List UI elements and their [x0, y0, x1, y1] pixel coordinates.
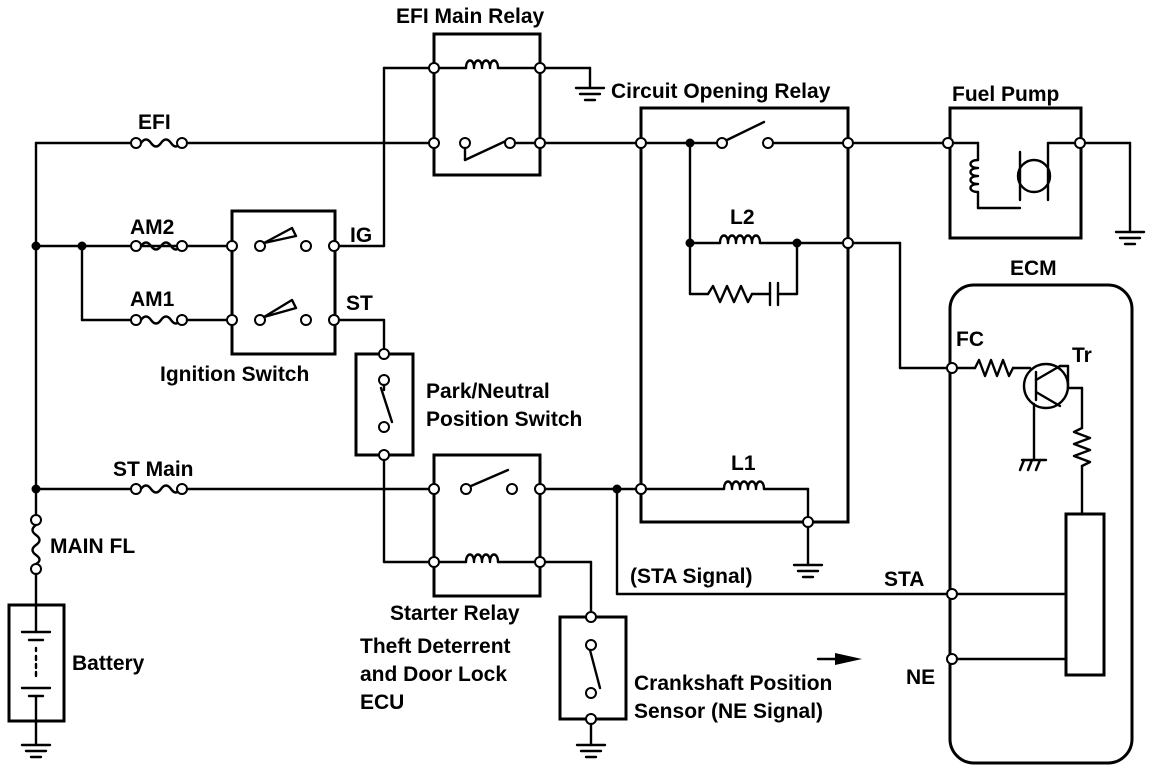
ne-label: NE	[906, 666, 935, 689]
fc-label: FC	[956, 328, 984, 351]
efi-fuse	[130, 137, 434, 149]
ignition-switch-label: Ignition Switch	[160, 363, 309, 386]
ne-arrow	[816, 653, 862, 665]
l1-label: L1	[731, 452, 756, 475]
park-neutral-label-1: Park/Neutral	[426, 380, 550, 403]
starter-relay	[428, 453, 546, 598]
circuit-opening-relay	[635, 106, 854, 528]
starter-relay-label: Starter Relay	[390, 602, 520, 625]
l2-label: L2	[730, 206, 755, 229]
ignition-switch	[226, 209, 340, 356]
am1-fuse	[130, 314, 232, 326]
st-wire	[337, 318, 386, 351]
fuel-pump	[942, 106, 1086, 240]
main-fl-label: MAIN FL	[50, 535, 135, 558]
battery-label: Battery	[72, 652, 145, 675]
st-main-label: ST Main	[113, 458, 194, 481]
theft-label-1: Theft Deterrent	[360, 635, 511, 658]
st-main-fuse	[130, 483, 434, 495]
efi-main-relay	[428, 32, 546, 177]
fuel-pump-ground	[1083, 141, 1146, 246]
am1-label: AM1	[130, 288, 175, 311]
battery	[7, 603, 66, 759]
park-neutral-label-2: Position Switch	[426, 408, 582, 431]
circuit-opening-relay-label: Circuit Opening Relay	[611, 80, 831, 103]
crank-label-2: Sensor (NE Signal)	[634, 700, 823, 723]
park-neutral-switch	[354, 348, 434, 564]
theft-label-2: and Door Lock	[360, 663, 507, 686]
ecm-label: ECM	[1010, 257, 1057, 280]
efi-main-relay-label: EFI Main Relay	[396, 5, 545, 28]
main-fusible-link	[30, 514, 42, 607]
am2-fuse	[130, 240, 188, 252]
theft-label-3: ECU	[360, 691, 404, 714]
tr-label: Tr	[1072, 344, 1092, 367]
ig-wire	[337, 66, 434, 248]
fuel-pump-label: Fuel Pump	[952, 83, 1059, 106]
st-label: ST	[346, 292, 373, 315]
sta-wire	[543, 484, 949, 596]
sta-signal-label: (STA Signal)	[630, 565, 753, 588]
theft-deterrent-ecu	[543, 560, 628, 759]
efi-label: EFI	[138, 111, 171, 134]
crank-label-1: Crankshaft Position	[634, 672, 832, 695]
efi-relay-ground	[543, 66, 606, 102]
sta-label: STA	[884, 568, 924, 591]
ecm	[851, 241, 1134, 765]
ig-label: IG	[350, 224, 372, 247]
cor-ground	[792, 525, 824, 579]
am2-label: AM2	[130, 216, 174, 239]
